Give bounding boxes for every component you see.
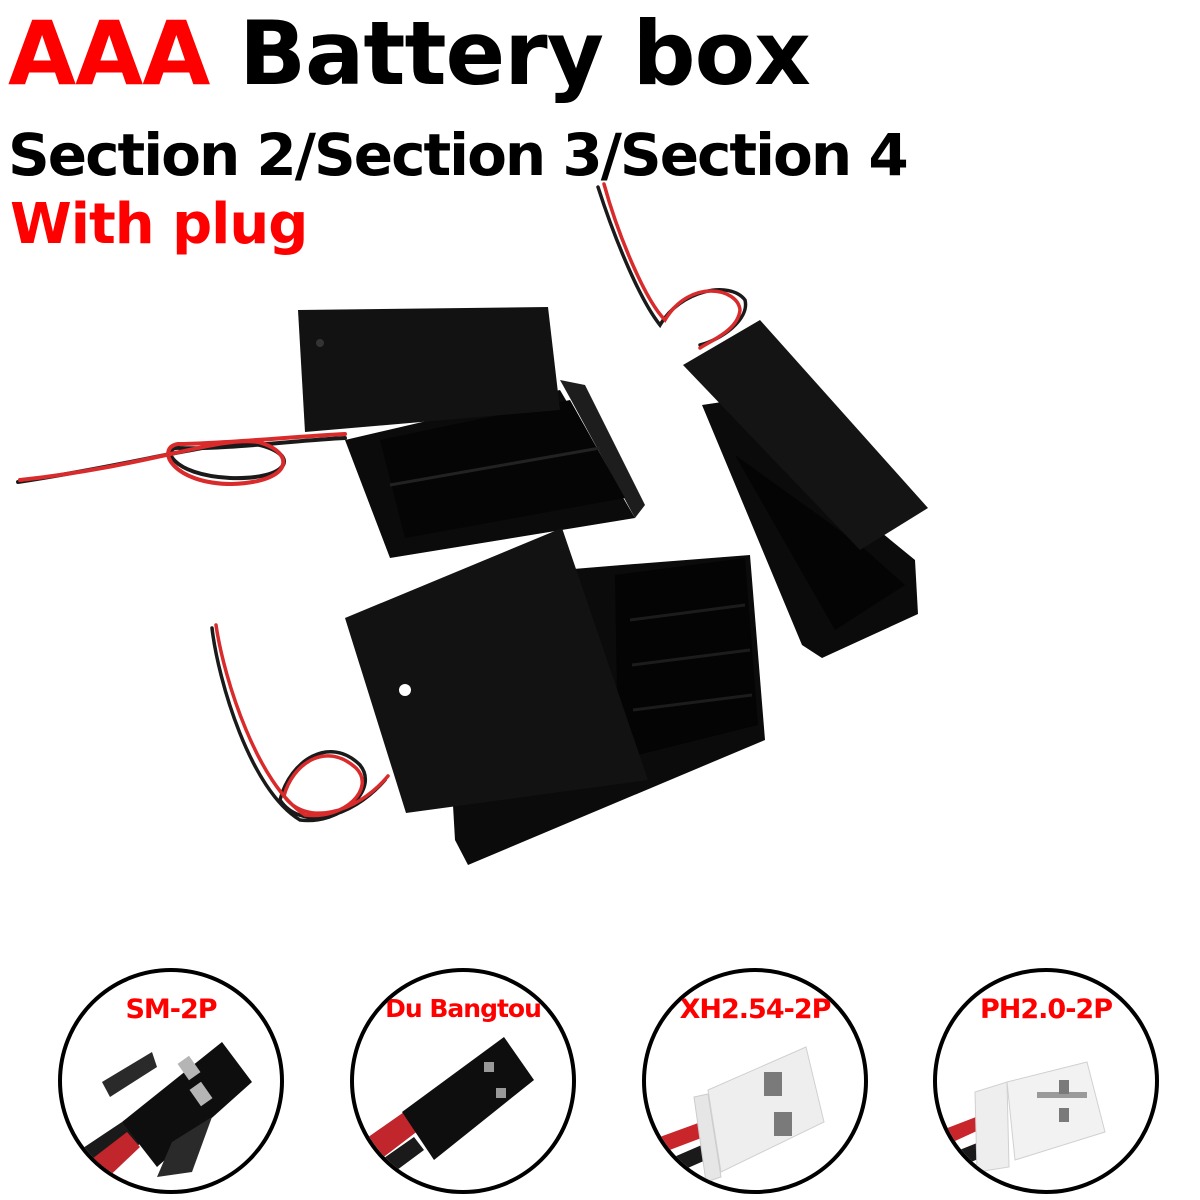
- page-title: AAA Battery box: [8, 2, 811, 105]
- sm-2p-connector-icon: [62, 1042, 252, 1190]
- wire-2slot: [596, 182, 748, 350]
- battery-box-3slot: [298, 307, 645, 558]
- wire-3slot: [16, 432, 347, 487]
- xh-connector-icon: [646, 1046, 825, 1183]
- connector-sm-2p: SM-2P: [58, 968, 284, 1194]
- connector-xh254-2p: XH2.54-2P: [642, 968, 868, 1194]
- battery-box-2slot: [683, 320, 928, 658]
- subtitle: Section 2/Section 3/Section 4: [8, 121, 909, 189]
- title-accent: AAA: [8, 2, 210, 105]
- connector-du-bangtou: Du Bangtou: [350, 968, 576, 1194]
- dupont-connector-icon: [354, 1037, 534, 1187]
- feature-label: With plug: [10, 192, 308, 257]
- connector-label: PH2.0-2P: [980, 994, 1113, 1025]
- product-photo: [16, 182, 928, 865]
- connector-ph20-2p: PH2.0-2P: [933, 968, 1159, 1194]
- wire-4slot: [210, 623, 390, 823]
- connector-label: Du Bangtou: [385, 994, 542, 1023]
- ph-connector-icon: [937, 1061, 1106, 1173]
- connector-label: SM-2P: [125, 994, 217, 1025]
- connector-label: XH2.54-2P: [679, 994, 832, 1025]
- battery-box-4slot: [345, 528, 765, 865]
- title-rest: Battery box: [238, 2, 811, 105]
